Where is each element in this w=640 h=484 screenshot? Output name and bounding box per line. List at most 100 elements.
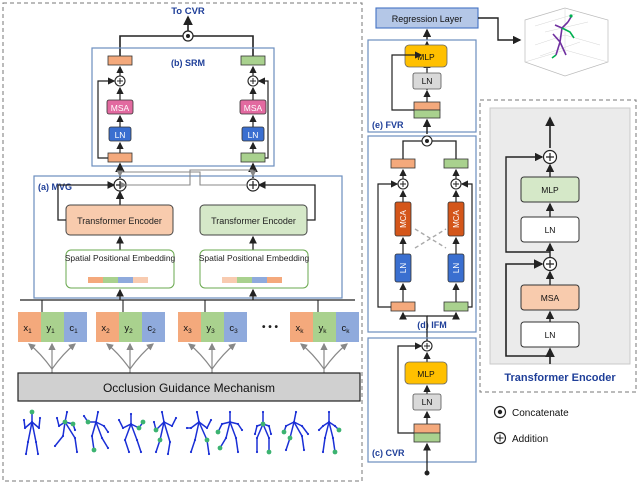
srm-title: (b) SRM	[171, 58, 205, 68]
token-cell	[224, 312, 247, 342]
token-label: y2	[124, 323, 133, 335]
ifm-left-input-token	[390, 301, 416, 312]
left-dashed-frame	[2, 2, 363, 482]
legend-addition: Addition	[493, 431, 548, 445]
skeleton-figure	[117, 412, 146, 454]
token-label: y3	[206, 323, 215, 335]
ifm-cross-connections	[414, 228, 447, 249]
ifm-right-mca-label: MCA	[452, 209, 461, 227]
cvr-mlp-block	[404, 361, 448, 385]
token-ellipsis: • • •	[262, 322, 279, 333]
occlusion-arrow	[323, 343, 348, 370]
fvr-box	[367, 39, 477, 133]
te-mlp-block	[520, 176, 580, 203]
token-cell	[142, 312, 165, 342]
te-msa-label: MSA	[541, 293, 560, 303]
te-top-ln-label: LN	[545, 225, 556, 235]
skeleton-figure	[152, 410, 178, 456]
ifm-title: (d) IFM	[417, 320, 447, 330]
ifm-left-mca-label: MCA	[399, 209, 408, 227]
legend-concatenate-label: Concatenate	[512, 408, 569, 419]
srm-right-output-token	[240, 55, 266, 66]
cvr-box	[367, 337, 477, 463]
token-label: x3	[183, 323, 192, 335]
occlusion-guidance-label: Occlusion Guidance Mechanism	[103, 381, 275, 395]
ifm-right-ln-label: LN	[452, 263, 461, 273]
token-cell	[18, 312, 41, 342]
occlusion-arrow	[28, 343, 53, 370]
regression-layer-label: Regression Layer	[392, 14, 463, 24]
ifm-left-ln-label: LN	[399, 263, 408, 273]
occlusion-arrow	[300, 343, 325, 370]
srm-left-output-token	[107, 55, 133, 66]
fvr-ln-label: LN	[422, 76, 433, 86]
output-3d-pose	[524, 7, 609, 77]
te-top-ln-block	[520, 216, 580, 243]
fvr-title: (e) FVR	[372, 120, 404, 130]
ifm-left-ln-block	[394, 253, 412, 283]
token-label: ck	[342, 323, 351, 335]
ifm-right-ln-block	[447, 253, 465, 283]
occlusion-guidance-bar	[17, 372, 361, 402]
mvg-title: (a) MVG	[38, 182, 72, 192]
ifm-box	[367, 135, 477, 333]
srm-left-msa-label: MSA	[111, 103, 130, 113]
mvg-left-embedding-color-bar	[88, 277, 148, 283]
token-cell	[96, 312, 119, 342]
token-label: y1	[46, 323, 55, 335]
token-cell	[178, 312, 201, 342]
cvr-mlp-label: MLP	[417, 369, 435, 379]
mvg-right-embedding-color-bar	[222, 277, 282, 283]
fvr-input-token	[413, 101, 441, 119]
fvr-ln-block	[412, 72, 442, 90]
te-bottom-ln-block	[520, 321, 580, 348]
skeleton-figure	[53, 410, 79, 454]
mvg-left-embedding-label: Spatial Positional Embedding	[65, 253, 176, 263]
ifm-right-mca-block	[447, 201, 465, 237]
cvr-input-token	[413, 423, 441, 443]
srm-left-ln-block	[108, 126, 132, 142]
ifm-left-output-token	[390, 158, 416, 169]
te-msa-block	[520, 284, 580, 311]
token-cell	[290, 312, 313, 342]
encoder-dashed-frame	[479, 99, 637, 393]
skeleton-figure	[281, 410, 310, 452]
token-cell	[41, 312, 64, 342]
ifm-right-output-token	[443, 158, 469, 169]
cvr-ln-block	[412, 393, 442, 411]
srm-right-ln-label: LN	[248, 130, 259, 140]
skeleton-figure	[317, 410, 342, 455]
mvg-box	[33, 175, 343, 299]
fvr-mlp-block	[404, 44, 448, 68]
to-cvr-label: To CVR	[171, 6, 205, 17]
te-bottom-ln-label: LN	[545, 330, 556, 340]
token-label: yk	[319, 323, 328, 335]
ifm-left-mca-block	[394, 201, 412, 237]
occlusion-arrow	[129, 343, 154, 370]
token-label: c3	[229, 323, 238, 335]
srm-left-msa-block	[106, 99, 134, 115]
token-label: x1	[23, 323, 32, 335]
occlusion-arrow	[51, 343, 76, 370]
transformer-encoder-title: Transformer Encoder	[504, 372, 616, 384]
occlusion-arrow	[188, 343, 213, 370]
mvg-right-embedding-label: Spatial Positional Embedding	[199, 253, 310, 263]
srm-left-input-token	[107, 152, 133, 163]
skeleton-figure	[253, 410, 273, 455]
token-label: x2	[101, 323, 110, 335]
token-label: c1	[69, 323, 78, 335]
srm-right-ln-block	[241, 126, 265, 142]
te-mlp-label: MLP	[541, 185, 559, 195]
token-cell	[201, 312, 224, 342]
legend-concatenate: Concatenate	[493, 405, 569, 419]
fvr-mlp-label: MLP	[417, 52, 435, 62]
skeleton-figure	[22, 409, 42, 456]
occlusion-to-token-arrows	[28, 342, 348, 373]
skeleton-figure	[185, 410, 213, 456]
srm-left-ln-label: LN	[115, 130, 126, 140]
occlusion-arrow	[106, 343, 131, 370]
skeleton-figure	[82, 410, 110, 453]
input-2d-pose-sequence	[22, 409, 342, 456]
